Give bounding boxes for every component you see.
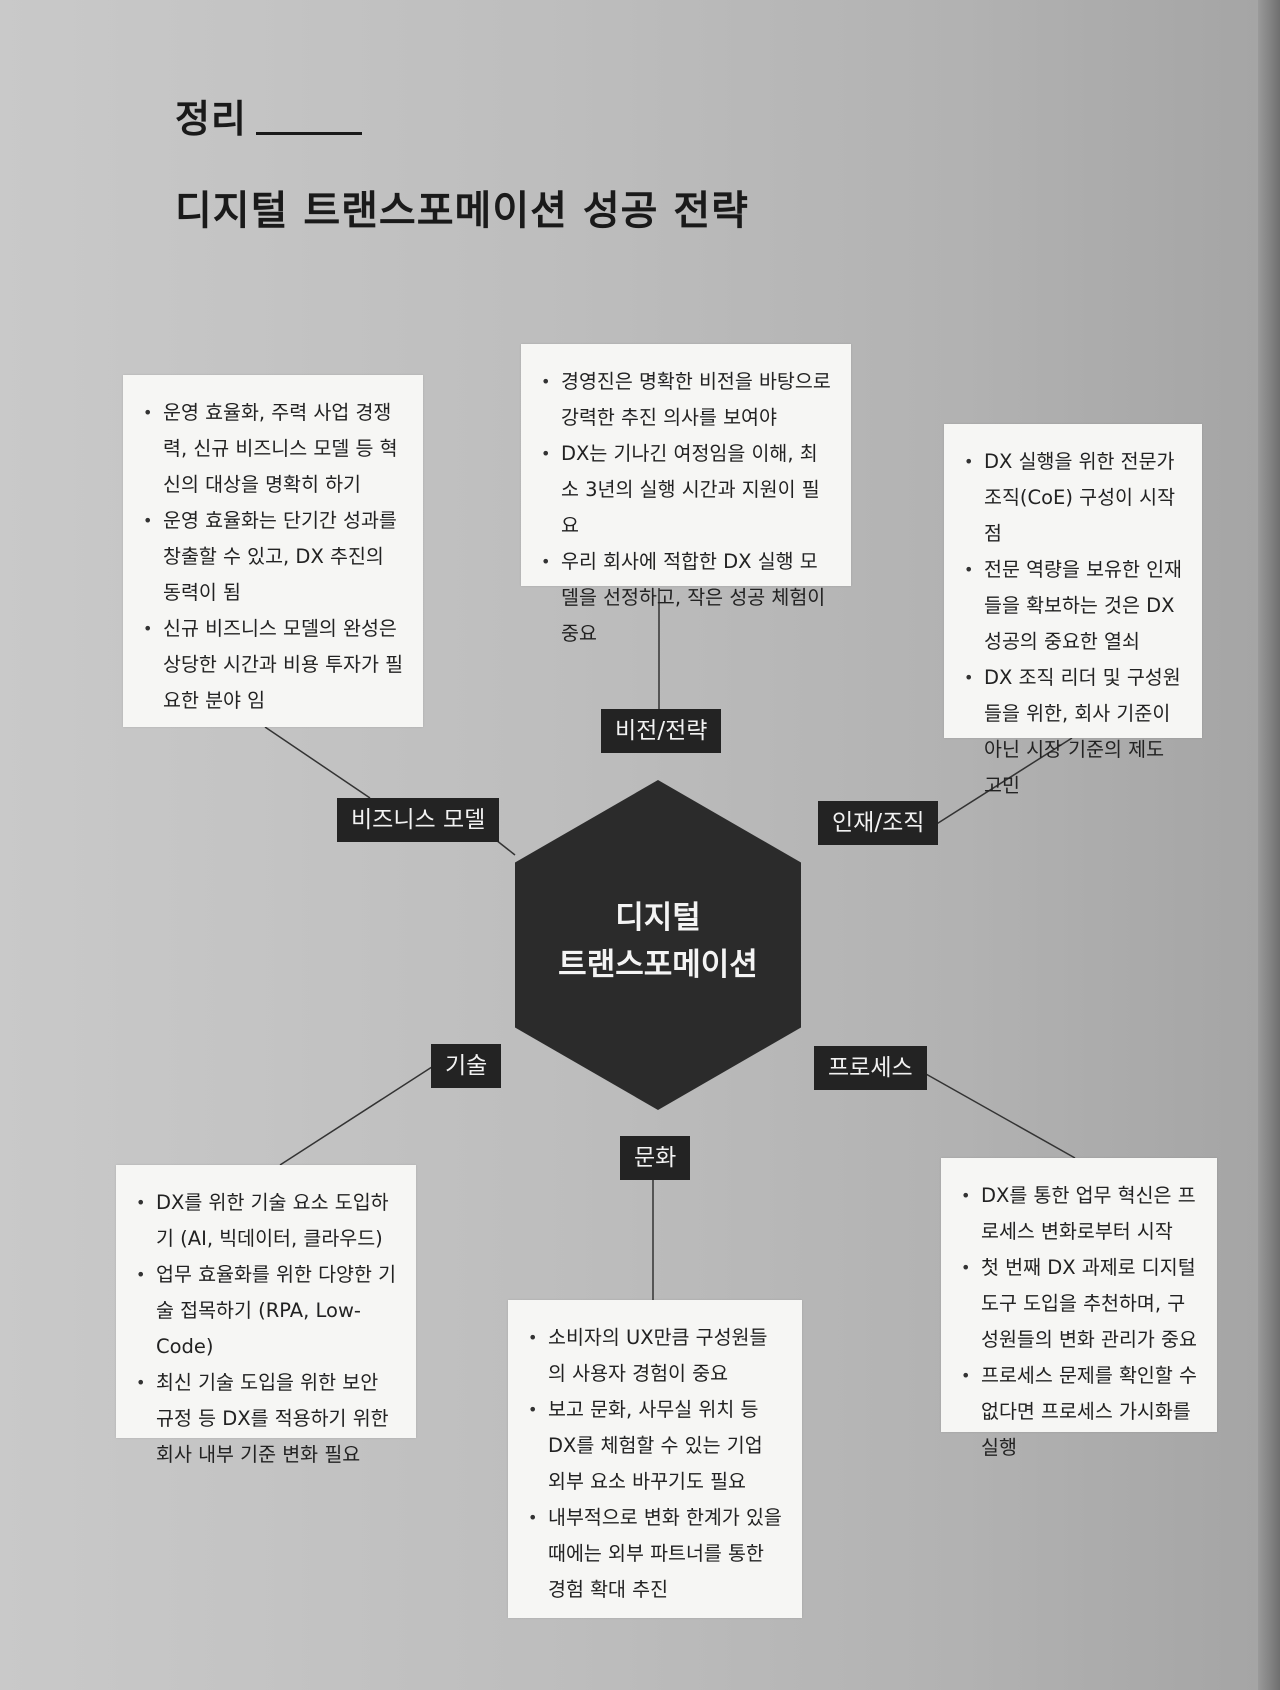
card-process: DX를 통한 업무 혁신은 프로세스 변화로부터 시작 첫 번째 DX 과제로 … bbox=[941, 1158, 1217, 1459]
connector-process bbox=[909, 1064, 1076, 1159]
list-item: 내부적으로 변화 한계가 있을 때에는 외부 파트너를 통한 경험 확대 추진 bbox=[528, 1500, 784, 1608]
list-item: 첫 번째 DX 과제로 디지털 도구 도입을 추천하며, 구성원들의 변화 관리… bbox=[961, 1250, 1199, 1358]
list-item: 운영 효율화는 단기간 성과를 창출할 수 있고, DX 추진의 동력이 됨 bbox=[143, 503, 405, 611]
hub-line-2: 트랜스포메이션 bbox=[558, 947, 758, 983]
label-business-model: 비즈니스 모델 bbox=[337, 798, 500, 842]
list-item: 보고 문화, 사무실 위치 등 DX를 체험할 수 있는 기업 외부 요소 바꾸… bbox=[528, 1392, 784, 1500]
hub-hexagon bbox=[515, 780, 801, 1110]
card-vision: 경영진은 명확한 비전을 바탕으로 강력한 추진 의사를 보여야 DX는 기나긴… bbox=[521, 344, 851, 645]
list-item: 경영진은 명확한 비전을 바탕으로 강력한 추진 의사를 보여야 bbox=[541, 364, 833, 436]
list-item: 신규 비즈니스 모델의 완성은 상당한 시간과 비용 투자가 필요한 분야 임 bbox=[143, 611, 405, 719]
list-item: 운영 효율화, 주력 사업 경쟁력, 신규 비즈니스 모델 등 혁신의 대상을 … bbox=[143, 395, 405, 503]
label-culture: 문화 bbox=[620, 1136, 691, 1180]
card-business-model: 운영 효율화, 주력 사업 경쟁력, 신규 비즈니스 모델 등 혁신의 대상을 … bbox=[123, 375, 423, 727]
section-rule bbox=[256, 132, 362, 135]
label-vision: 비전/전략 bbox=[601, 709, 722, 753]
page-edge-shadow bbox=[1258, 0, 1280, 1690]
label-people: 인재/조직 bbox=[818, 801, 939, 845]
card-culture: 소비자의 UX만큼 구성원들의 사용자 경험이 중요 보고 문화, 사무실 위치… bbox=[508, 1300, 802, 1618]
hub-text: 디지털 트랜스포메이션 bbox=[515, 895, 801, 989]
page-title: 디지털 트랜스포메이션 성공 전략 bbox=[175, 188, 749, 234]
section-label: 정리 bbox=[175, 97, 247, 141]
connector-business-model bbox=[264, 726, 371, 799]
card-people: DX 실행을 위한 전문가 조직(CoE) 구성이 시작점 전문 역량을 보유한… bbox=[944, 424, 1202, 797]
list-item: 소비자의 UX만큼 구성원들의 사용자 경험이 중요 bbox=[528, 1320, 784, 1392]
connector-technology bbox=[279, 1064, 436, 1166]
list-item: DX 조직 리더 및 구성원들을 위한, 회사 기준이 아닌 시장 기준의 제도… bbox=[964, 660, 1184, 804]
label-process: 프로세스 bbox=[814, 1046, 927, 1090]
list-item: 전문 역량을 보유한 인재들을 확보하는 것은 DX 성공의 중요한 열쇠 bbox=[964, 552, 1184, 660]
hub-line-1: 디지털 bbox=[615, 900, 701, 936]
list-item: 최신 기술 도입을 위한 보안 규정 등 DX를 적용하기 위한 회사 내부 기… bbox=[136, 1365, 398, 1473]
list-item: DX를 통한 업무 혁신은 프로세스 변화로부터 시작 bbox=[961, 1178, 1199, 1250]
connector-business-model-hub bbox=[495, 839, 516, 856]
list-item: 우리 회사에 적합한 DX 실행 모델을 선정하고, 작은 성공 체험이 중요 bbox=[541, 544, 833, 652]
list-item: DX 실행을 위한 전문가 조직(CoE) 구성이 시작점 bbox=[964, 444, 1184, 552]
label-technology: 기술 bbox=[431, 1044, 502, 1088]
card-technology: DX를 위한 기술 요소 도입하기 (AI, 빅데이터, 클라우드) 업무 효율… bbox=[116, 1165, 416, 1466]
list-item: DX는 기나긴 여정임을 이해, 최소 3년의 실행 시간과 지원이 필요 bbox=[541, 436, 833, 544]
list-item: 업무 효율화를 위한 다양한 기술 접목하기 (RPA, Low-Code) bbox=[136, 1257, 398, 1365]
list-item: DX를 위한 기술 요소 도입하기 (AI, 빅데이터, 클라우드) bbox=[136, 1185, 398, 1257]
list-item: 프로세스 문제를 확인할 수 없다면 프로세스 가시화를 실행 bbox=[961, 1358, 1199, 1466]
